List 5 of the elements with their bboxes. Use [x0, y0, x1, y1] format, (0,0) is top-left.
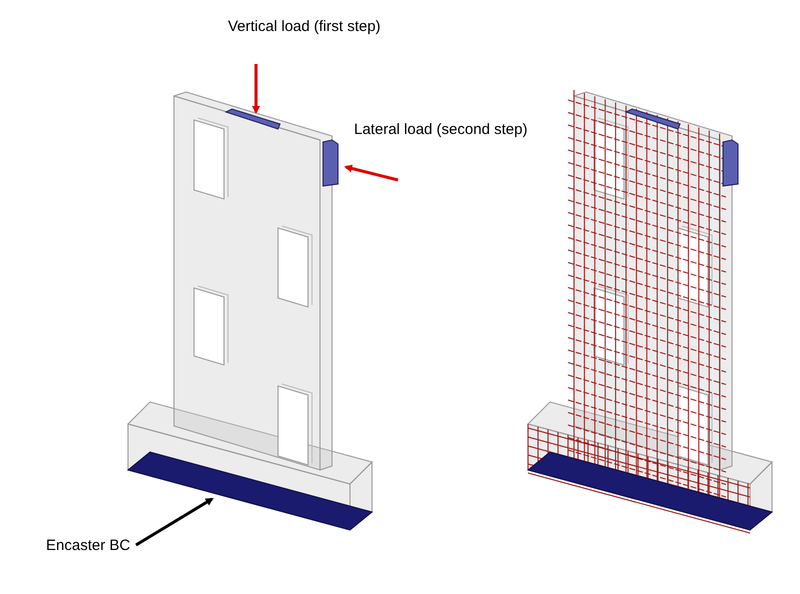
leader-line [135, 498, 214, 546]
encastre-face [126, 451, 374, 531]
load-label: Vertical load (first step) [228, 18, 381, 35]
load-label: Lateral load (second step) [354, 121, 528, 138]
callout-label: Encaster BC [46, 537, 130, 554]
